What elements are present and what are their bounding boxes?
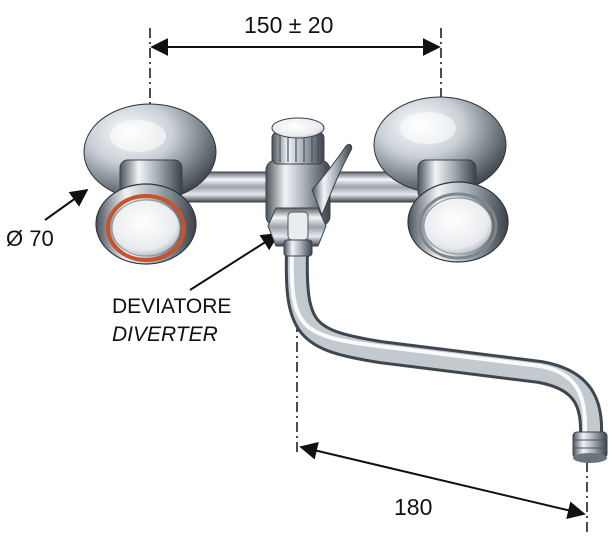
right-valve xyxy=(373,96,509,263)
diameter-label: Ø 70 xyxy=(6,226,54,251)
diverter-label-it: DEVIATORE xyxy=(112,295,232,318)
diverter-label-en: DIVERTER xyxy=(112,323,218,346)
spacing-dimension-label: 150 ± 20 xyxy=(244,12,334,38)
hot-indicator-ring xyxy=(106,194,186,262)
dimension-arrow-icon xyxy=(299,441,586,520)
leader-arrow-icon xyxy=(189,233,280,291)
right-handle-cap xyxy=(423,197,493,255)
spout xyxy=(284,238,608,463)
left-handle-cap xyxy=(111,199,181,257)
leader-arrow-icon xyxy=(44,188,89,221)
left-valve xyxy=(83,103,217,265)
faucet-body xyxy=(167,117,449,257)
reach-dimension-label: 180 xyxy=(394,494,433,520)
